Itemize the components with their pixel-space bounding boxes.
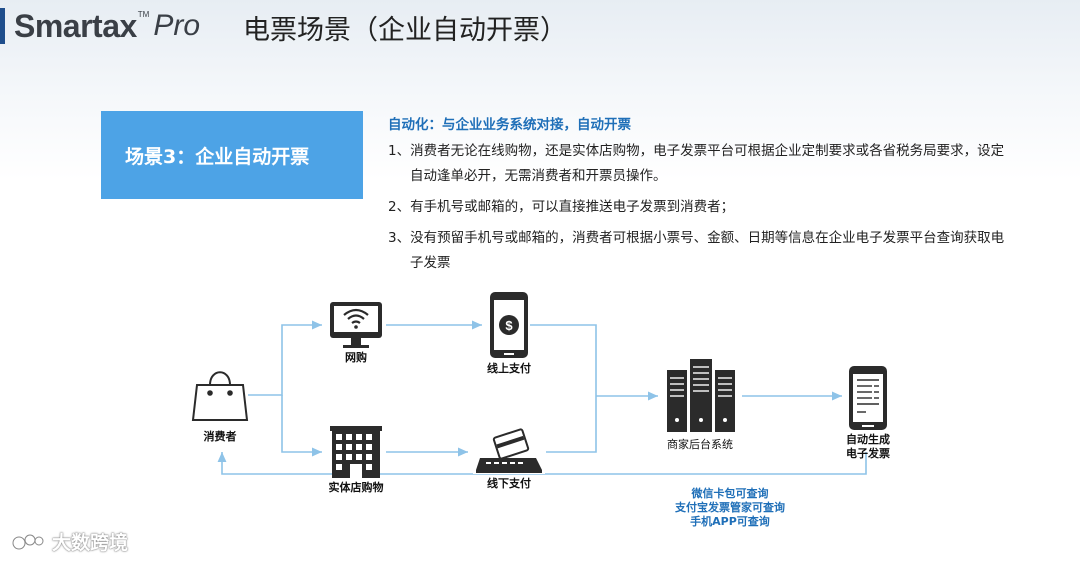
auto-invoice-label: 自动生成 电子发票 — [828, 433, 908, 461]
watermark-text: 大数跨境 — [52, 532, 129, 554]
flow-diagram: $ — [191, 292, 887, 478]
mobile-invoice-icon — [849, 366, 887, 430]
description-item: 1、消费者无论在线购物，还是实体店购物，电子发票平台可根据企业定制要求或各省税务… — [388, 143, 1005, 184]
server-rack-icon — [664, 356, 736, 434]
query-channel-item: 支付宝发票管家可查询 — [675, 501, 785, 514]
auto-invoice-label-line2: 电子发票 — [846, 447, 890, 460]
mobile-payment-icon: $ — [490, 292, 528, 358]
header: Smartax TM Pro 电票场景（企业自动开票） — [0, 0, 1080, 52]
description-item: 3、没有预留手机号或邮箱的，消费者可根据小票号、金额、日期等信息在企业电子发票平… — [388, 230, 1005, 271]
logo-trademark: TM — [137, 9, 150, 19]
logo-main-text: Smartax — [14, 7, 137, 44]
arrow-payments-to-backend — [530, 324, 658, 453]
query-channels: 微信卡包可查询 支付宝发票管家可查询 手机APP可查询 — [640, 487, 820, 529]
store-building-icon — [330, 426, 382, 478]
watermark: 大数跨境 — [10, 528, 128, 555]
description-item: 2、有手机号或邮箱的，可以直接推送电子发票到消费者； — [388, 199, 735, 215]
query-channel-item: 微信卡包可查询 — [691, 487, 769, 500]
offline-pay-label: 线下支付 — [487, 477, 531, 490]
title-accent-bar — [0, 8, 5, 44]
arrow-consumer-to-store — [281, 395, 322, 457]
auto-invoice-label-line1: 自动生成 — [846, 433, 890, 446]
smartax-logo: Smartax TM Pro — [14, 4, 200, 48]
svg-text:$: $ — [505, 318, 513, 333]
description: 自动化：与企业业务系统对接，自动开票 1、消费者无论在线购物，还是实体店购物，电… — [388, 113, 1008, 282]
monitor-wifi-icon — [330, 302, 382, 348]
consumer-label: 消费者 — [203, 430, 237, 443]
merchant-backend-label: 商家后台系统 — [667, 438, 733, 451]
description-heading: 自动化：与企业业务系统对接，自动开票 — [388, 117, 631, 133]
online-shop-label: 网购 — [345, 351, 367, 364]
logo-sub-text: Pro — [153, 9, 201, 42]
query-channel-item: 手机APP可查询 — [690, 515, 770, 528]
online-pay-label: 线上支付 — [487, 362, 531, 375]
store-shop-label: 实体店购物 — [328, 481, 384, 494]
card-terminal-icon — [473, 428, 545, 474]
watermark-logo-icon — [11, 533, 45, 550]
page-title: 电票场景（企业自动开票） — [243, 15, 567, 46]
shopping-bag-icon — [191, 371, 249, 421]
scenario-box: 场景3：企业自动开票 — [101, 111, 363, 199]
scenario-label: 场景3：企业自动开票 — [125, 145, 310, 168]
arrow-consumer-to-online — [248, 320, 322, 396]
